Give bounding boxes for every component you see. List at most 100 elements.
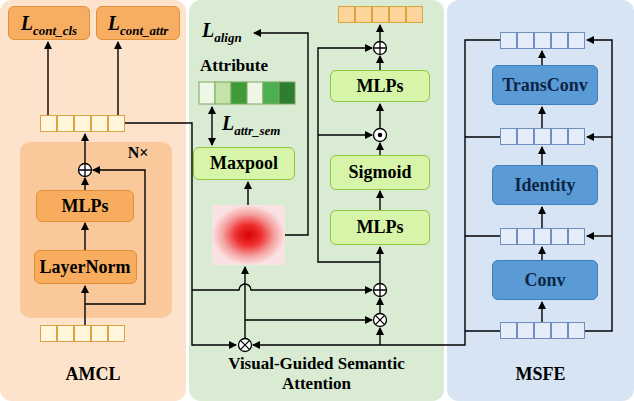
wires: [245, 319, 372, 320]
wires: [318, 134, 372, 135]
wires: [379, 328, 380, 345]
loss-subscript: cont_attr: [120, 23, 168, 38]
repeat-block: N× MLPsLayerNorm: [20, 142, 172, 318]
wires: [47, 42, 48, 115]
box-label: Conv: [524, 270, 565, 290]
panel-backgrounds: [0, 0, 186, 401]
process-box: Conv: [492, 260, 598, 300]
token-sequences: [500, 32, 585, 49]
loss-symbol: L: [21, 12, 33, 34]
process-box: Identity: [492, 165, 598, 205]
loss-subscript: attr_sem: [234, 123, 280, 138]
box-text: MLPs: [357, 76, 404, 97]
token-sequences: [40, 325, 125, 342]
panel-title: Visual-Guided Semantic Attention: [197, 354, 436, 393]
token-sequences: [338, 6, 423, 23]
box-text: MLPs: [62, 196, 109, 217]
box-text: LayerNorm: [40, 257, 131, 278]
repeat-label: N×: [116, 144, 160, 162]
flow-arrow: [379, 191, 380, 210]
wires: [84, 134, 85, 164]
wires: [541, 107, 542, 128]
attribute-vector: [199, 82, 295, 104]
panel-backgrounds: [447, 0, 634, 401]
operator-symbols: [79, 164, 92, 177]
wires: [379, 104, 380, 128]
loss-subscript: cont_cls: [33, 23, 77, 38]
operator-symbols: [374, 284, 387, 297]
process-box: MLPs: [330, 70, 430, 102]
loss-label: L: [202, 19, 214, 41]
wires: [379, 298, 380, 313]
process-box: Maxpool: [193, 147, 295, 180]
wires: [541, 207, 542, 228]
vector-label: Attribute: [200, 56, 268, 76]
panel-title: MSFE: [447, 364, 634, 385]
box-label: LayerNorm: [40, 257, 131, 277]
wires: [541, 147, 542, 165]
wires: [244, 267, 245, 338]
box-label: Sigmoid: [348, 162, 411, 182]
attribute-vector: [199, 82, 215, 104]
wires: [541, 302, 542, 322]
operator-symbols: [374, 284, 387, 297]
attribute-vector: [279, 82, 295, 104]
wires: [587, 136, 612, 137]
operator-symbols: [79, 164, 92, 177]
loss-subscript: align: [214, 30, 241, 45]
box-label: MLPs: [357, 217, 404, 237]
token-sequences: [500, 228, 585, 245]
token-sequences: [40, 115, 125, 132]
operator-symbols: [378, 133, 381, 136]
process-box: LayerNorm: [34, 250, 137, 284]
operator-symbols: [374, 129, 387, 142]
loss-label: Lalign: [202, 19, 242, 42]
wires: [117, 42, 118, 115]
box-label: Identity: [514, 175, 575, 195]
box-text: Lcont_cls: [21, 12, 77, 35]
box-label: TransConv: [502, 75, 588, 95]
operator-symbols: [240, 340, 249, 349]
wires: [84, 286, 85, 325]
process-box: MLPs: [330, 210, 430, 245]
attribute-vector: [215, 82, 231, 104]
box-text: Conv: [524, 270, 565, 291]
module-panel: MSFE TransConvIdentityConv: [447, 0, 634, 401]
wires: [211, 107, 212, 145]
wires: [247, 182, 248, 205]
operator-symbols: [375, 315, 384, 324]
token-sequences: [500, 322, 585, 339]
loss-box: Lcont_cls: [8, 6, 90, 40]
operator-symbols: [239, 339, 252, 352]
panel-backgrounds: [20, 142, 172, 318]
loss-symbol: L: [108, 12, 120, 34]
box-text: Maxpool: [210, 153, 278, 174]
box-label: Maxpool: [210, 153, 278, 173]
loss-label: Lattr_sem: [222, 112, 280, 135]
wires: [587, 235, 612, 236]
module-panel: AMCLLcont_clsLcont_attrN×MLPsLayerNorm: [0, 0, 186, 401]
panel-title: AMCL: [0, 364, 186, 385]
wires: [541, 51, 542, 65]
attribute-vector: [247, 82, 263, 104]
box-text: MLPs: [357, 217, 404, 238]
process-box: MLPs: [36, 190, 134, 222]
wires: [379, 25, 380, 41]
wires: [84, 178, 85, 190]
panel-backgrounds: [189, 0, 444, 401]
attribute-vector: [231, 82, 247, 104]
box-label: MLPs: [357, 76, 404, 96]
flow-arrow: [84, 223, 85, 250]
wires: [48, 25, 612, 345]
loss-box: Lcont_attr: [96, 6, 180, 40]
box-text: Identity: [514, 175, 575, 196]
process-box: Sigmoid: [330, 155, 430, 190]
box-label: MLPs: [62, 196, 109, 216]
attribute-vector: [263, 82, 279, 104]
wires: [379, 56, 380, 70]
operator-symbols: [374, 314, 387, 327]
box-text: Sigmoid: [348, 162, 411, 183]
wires: [379, 247, 380, 283]
